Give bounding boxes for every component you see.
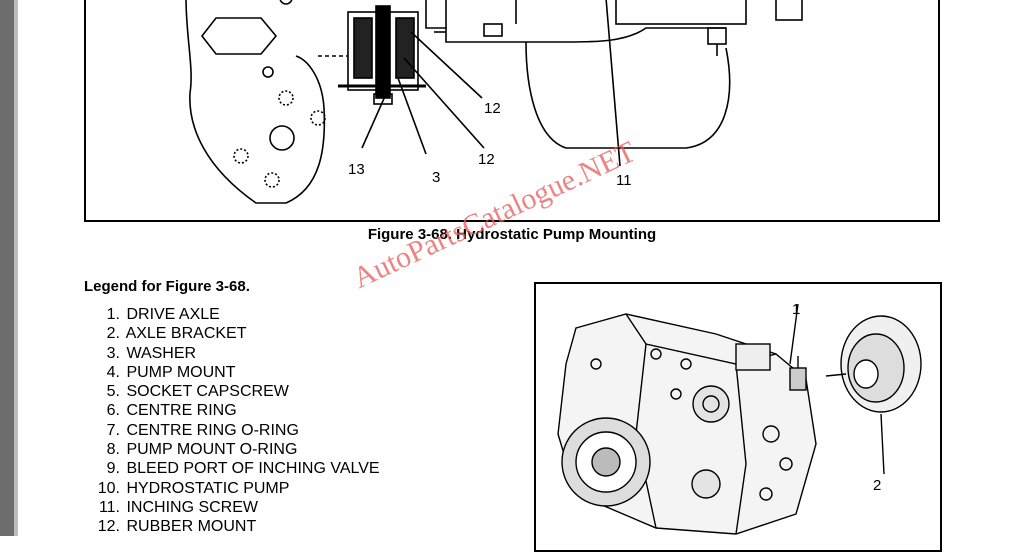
legend-item: 3. WASHER	[106, 344, 197, 362]
callout-3: 3	[432, 169, 441, 186]
legend-item: 12. RUBBER MOUNT	[97, 518, 257, 536]
legend-item: 7. CENTRE RING O-RING	[106, 421, 299, 439]
callout-1: 1	[792, 301, 801, 318]
legend-title: Legend for Figure 3-68.	[84, 278, 250, 295]
callout-2: 2	[873, 477, 882, 494]
figure-hydrostatic-pump: 1 2	[534, 282, 942, 552]
legend-item: 8. PUMP MOUNT O-RING	[106, 441, 298, 459]
figure-pump-mounting: 12 12 13 3 11	[84, 0, 940, 222]
legend-item: 5. SOCKET CAPSCREW	[106, 383, 289, 401]
legend-item: 1. DRIVE AXLE	[106, 306, 220, 323]
legend-item: 11. INCHING SCREW	[98, 498, 259, 516]
window-left-gutter-edge	[14, 0, 18, 536]
legend-item: 9. BLEED PORT OF INCHING VALVE	[106, 460, 380, 478]
legend-item: 6. CENTRE RING	[106, 402, 237, 420]
callout-12-lower: 12	[478, 151, 495, 168]
callout-12-upper: 12	[484, 100, 501, 117]
legend-item: 2. AXLE BRACKET	[106, 325, 247, 343]
legend-item: 10. HYDROSTATIC PUMP	[97, 479, 290, 497]
legend-item: 4. PUMP MOUNT	[106, 363, 236, 381]
window-left-gutter	[0, 0, 14, 536]
callout-13: 13	[348, 161, 365, 178]
figure-caption: Figure 3-68. Hydrostatic Pump Mounting	[367, 226, 657, 243]
legend-list: 1. DRIVE AXLE 2. AXLE BRACKET 3. WASHER …	[84, 305, 380, 537]
hydrostatic-pump-drawing	[557, 303, 922, 535]
callout-11: 11	[616, 172, 632, 189]
pump-mounting-drawing	[185, 0, 803, 204]
